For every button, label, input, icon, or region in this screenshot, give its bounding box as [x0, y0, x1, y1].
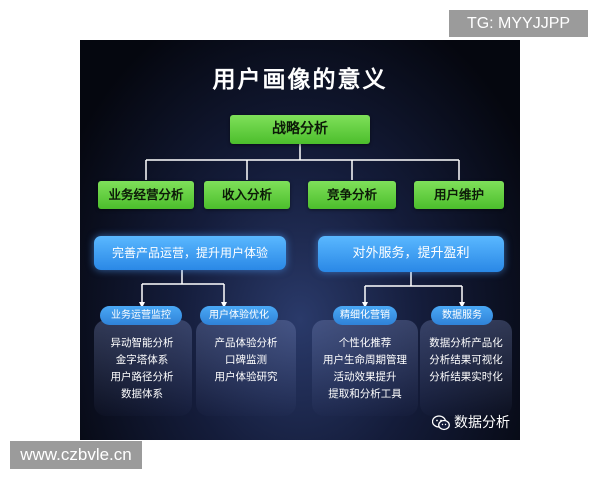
list-item: 分析结果实时化 — [429, 371, 503, 383]
list-item: 分析结果可视化 — [429, 354, 503, 366]
list-item: 产品体验分析 — [214, 337, 278, 349]
list-item: 个性化推荐 — [338, 337, 392, 349]
node-revenue-analysis: 收入分析 — [204, 181, 290, 209]
group-items-ux-optimization: 产品体验分析 口碑监测 用户体验研究 — [196, 335, 296, 386]
list-item: 数据体系 — [121, 388, 163, 400]
group-items-data-service: 数据分析产品化 分析结果可视化 分析结果实时化 — [420, 335, 512, 386]
list-item: 数据分析产品化 — [429, 337, 503, 349]
diagram-title: 用户画像的意义 — [212, 67, 388, 93]
diagram-poster: 用户画像的意义 战略分析 业务经营分析 收入分析 竞争分析 用户维护 完善产品运… — [80, 40, 520, 440]
group-label-ops-monitoring: 业务运营监控 — [100, 306, 182, 325]
brand-logo: 数据分析 — [432, 413, 520, 433]
node-user-maintenance: 用户维护 — [414, 181, 504, 209]
node-competition-analysis: 竞争分析 — [308, 181, 396, 209]
list-item: 口碑监测 — [225, 354, 267, 366]
list-item: 异动智能分析 — [110, 337, 174, 349]
group-label-data-service: 数据服务 — [431, 306, 493, 325]
list-item: 活动效果提升 — [333, 371, 397, 383]
watermark-bottom: www.czbvle.cn — [10, 441, 142, 469]
watermark-top: TG: MYYJJPP — [449, 10, 588, 37]
group-items-precision-marketing: 个性化推荐 用户生命周期管理 活动效果提升 提取和分析工具 — [312, 335, 418, 403]
mid-node-service: 对外服务，提升盈利 — [318, 236, 504, 272]
panel-ux-optimization — [196, 320, 296, 416]
list-item: 金字塔体系 — [115, 354, 169, 366]
mid-node-product: 完善产品运营，提升用户体验 — [94, 236, 286, 270]
group-label-precision-marketing: 精细化营销 — [333, 306, 397, 325]
panel-precision-marketing — [312, 320, 418, 416]
node-business-analysis: 业务经营分析 — [98, 181, 194, 209]
root-node: 战略分析 — [230, 115, 370, 144]
group-items-ops-monitoring: 异动智能分析 金字塔体系 用户路径分析 数据体系 — [94, 335, 190, 403]
list-item: 用户生命周期管理 — [323, 354, 407, 366]
wechat-icon — [432, 415, 450, 431]
list-item: 用户体验研究 — [214, 371, 278, 383]
panel-data-service — [420, 320, 512, 416]
list-item: 用户路径分析 — [110, 371, 174, 383]
brand-name: 数据分析 — [454, 415, 510, 431]
panel-ops-monitoring — [94, 320, 192, 416]
connector-lines — [139, 144, 465, 308]
list-item: 提取和分析工具 — [328, 388, 402, 400]
group-label-ux-optimization: 用户体验优化 — [200, 306, 278, 325]
